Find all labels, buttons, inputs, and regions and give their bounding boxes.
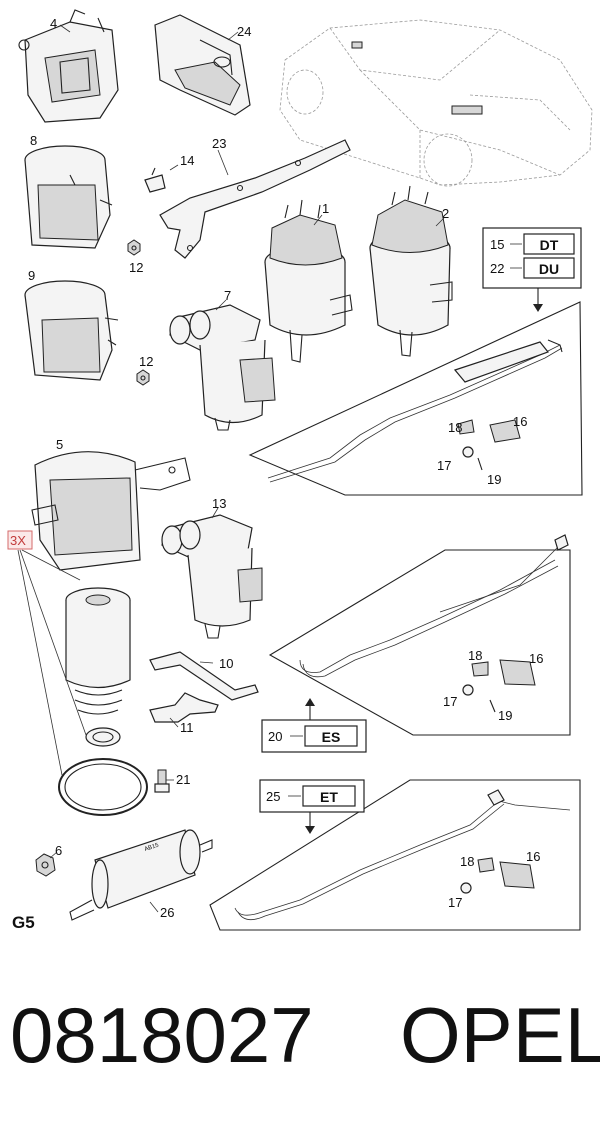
page-code: G5 xyxy=(12,913,35,932)
label-17-et: 17 xyxy=(448,895,462,910)
footer: 0818027 OPEL xyxy=(0,985,600,1105)
part-10-strap xyxy=(149,651,259,701)
part-2-fuel-filter xyxy=(369,185,453,357)
quantity-label: 3X xyxy=(10,533,26,548)
part-24-cover xyxy=(154,14,251,116)
label-19-es: 19 xyxy=(498,708,512,723)
label-18-es: 18 xyxy=(468,648,482,663)
label-6: 6 xyxy=(55,843,62,858)
part-14-clip xyxy=(144,164,179,193)
code-es: ES xyxy=(322,729,341,745)
panel-es xyxy=(268,534,571,736)
label-24: 24 xyxy=(237,24,251,39)
code-dt: DT xyxy=(540,237,559,253)
quantity-marker: 3X xyxy=(7,530,33,550)
part-number: 0818027 xyxy=(10,991,314,1079)
part-9-shield xyxy=(24,280,119,381)
label-13: 13 xyxy=(212,496,226,511)
label-10: 10 xyxy=(219,656,233,671)
label-7: 7 xyxy=(224,288,231,303)
part-11-strap xyxy=(149,692,219,723)
part-21-bolt xyxy=(154,769,170,793)
part-1-fuel-filter xyxy=(264,199,353,363)
part-13-fuel-filter xyxy=(161,514,263,639)
code-box-group-dt-du: DT DU xyxy=(482,227,582,312)
callout-leaders xyxy=(49,24,445,913)
part-12-nut-lower xyxy=(136,369,150,386)
label-17-es: 17 xyxy=(443,694,457,709)
label-1: 1 xyxy=(322,201,329,216)
brand-name: OPEL xyxy=(400,991,600,1079)
seal-ring-large xyxy=(58,758,148,816)
label-17-dt: 17 xyxy=(437,458,451,473)
label-26: 26 xyxy=(160,905,174,920)
label-21: 21 xyxy=(176,772,190,787)
code-et: ET xyxy=(320,789,338,805)
label-2: 2 xyxy=(442,206,449,221)
panel-dt-du xyxy=(248,301,583,496)
code-box-group-et: ET xyxy=(259,779,365,834)
part-26-inline-filter xyxy=(69,829,213,921)
label-19-dt: 19 xyxy=(487,472,501,487)
part-12-nut-upper xyxy=(127,239,141,256)
callout-labels: 4 24 23 14 8 12 9 12 1 2 7 5 13 10 11 21… xyxy=(28,16,543,920)
quantity-leader-lines xyxy=(17,549,87,776)
seal-ring-small xyxy=(85,727,121,747)
label-16-es: 16 xyxy=(529,651,543,666)
label-18-et: 18 xyxy=(460,854,474,869)
code-du: DU xyxy=(539,261,559,277)
label-15: 15 xyxy=(490,237,504,252)
label-22: 22 xyxy=(490,261,504,276)
part-4-bracket-housing xyxy=(18,9,119,123)
label-4: 4 xyxy=(50,16,57,31)
label-8: 8 xyxy=(30,133,37,148)
label-14: 14 xyxy=(180,153,194,168)
label-25: 25 xyxy=(266,789,280,804)
code-box-group-es: ES xyxy=(261,698,367,753)
filter-cartridge xyxy=(65,587,131,715)
label-16-et: 16 xyxy=(526,849,540,864)
part-8-shield xyxy=(24,145,113,249)
label-11: 11 xyxy=(180,720,194,735)
part-23-bracket xyxy=(159,139,351,259)
car-outline xyxy=(279,19,593,187)
label-12-lower: 12 xyxy=(139,354,153,369)
label-18-dt: 18 xyxy=(448,420,462,435)
label-5: 5 xyxy=(56,437,63,452)
filter-marking-label: AB15 xyxy=(144,842,160,852)
panel-et xyxy=(209,779,581,931)
label-9: 9 xyxy=(28,268,35,283)
label-20: 20 xyxy=(268,729,282,744)
label-23: 23 xyxy=(212,136,226,151)
label-16-dt: 16 xyxy=(513,414,527,429)
part-6-nut xyxy=(35,853,56,877)
label-12-upper: 12 xyxy=(129,260,143,275)
part-7-fuel-filter xyxy=(169,304,276,431)
part-5-housing xyxy=(31,451,191,571)
